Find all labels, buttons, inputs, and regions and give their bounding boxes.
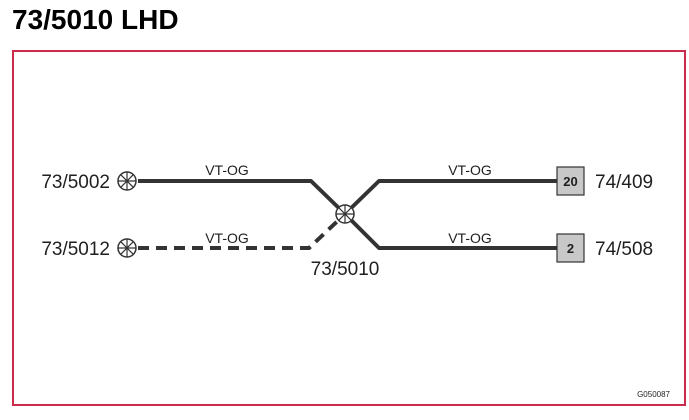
pin-number: 2	[567, 241, 574, 256]
splice-label: 73/5010	[311, 259, 380, 280]
pin-number: 20	[563, 174, 577, 189]
connector-box-74-409	[556, 166, 585, 196]
wire-color-label: VT-OG	[448, 162, 492, 178]
wire-color-label: VT-OG	[448, 230, 492, 246]
page-title: 73/5010 LHD	[12, 4, 179, 35]
ground-point-icon	[117, 171, 137, 191]
component-label-73-5012: 73/5012	[41, 239, 110, 260]
splice-point-icon	[335, 204, 355, 224]
connector-box-74-508	[556, 233, 585, 263]
ground-point-icon	[117, 238, 137, 258]
figure-reference: G050087	[637, 390, 670, 399]
component-label-74-508: 74/508	[595, 239, 653, 260]
component-label-73-5002: 73/5002	[41, 172, 110, 193]
wire-right-bottom	[343, 212, 557, 250]
wire-color-label: VT-OG	[205, 162, 249, 178]
diagram-frame	[12, 50, 686, 406]
wire-left-top	[138, 179, 347, 216]
wire-left-bottom	[138, 212, 347, 250]
component-label-74-409: 74/409	[595, 172, 653, 193]
wire-right-top	[343, 179, 557, 216]
wire-color-label: VT-OG	[205, 230, 249, 246]
